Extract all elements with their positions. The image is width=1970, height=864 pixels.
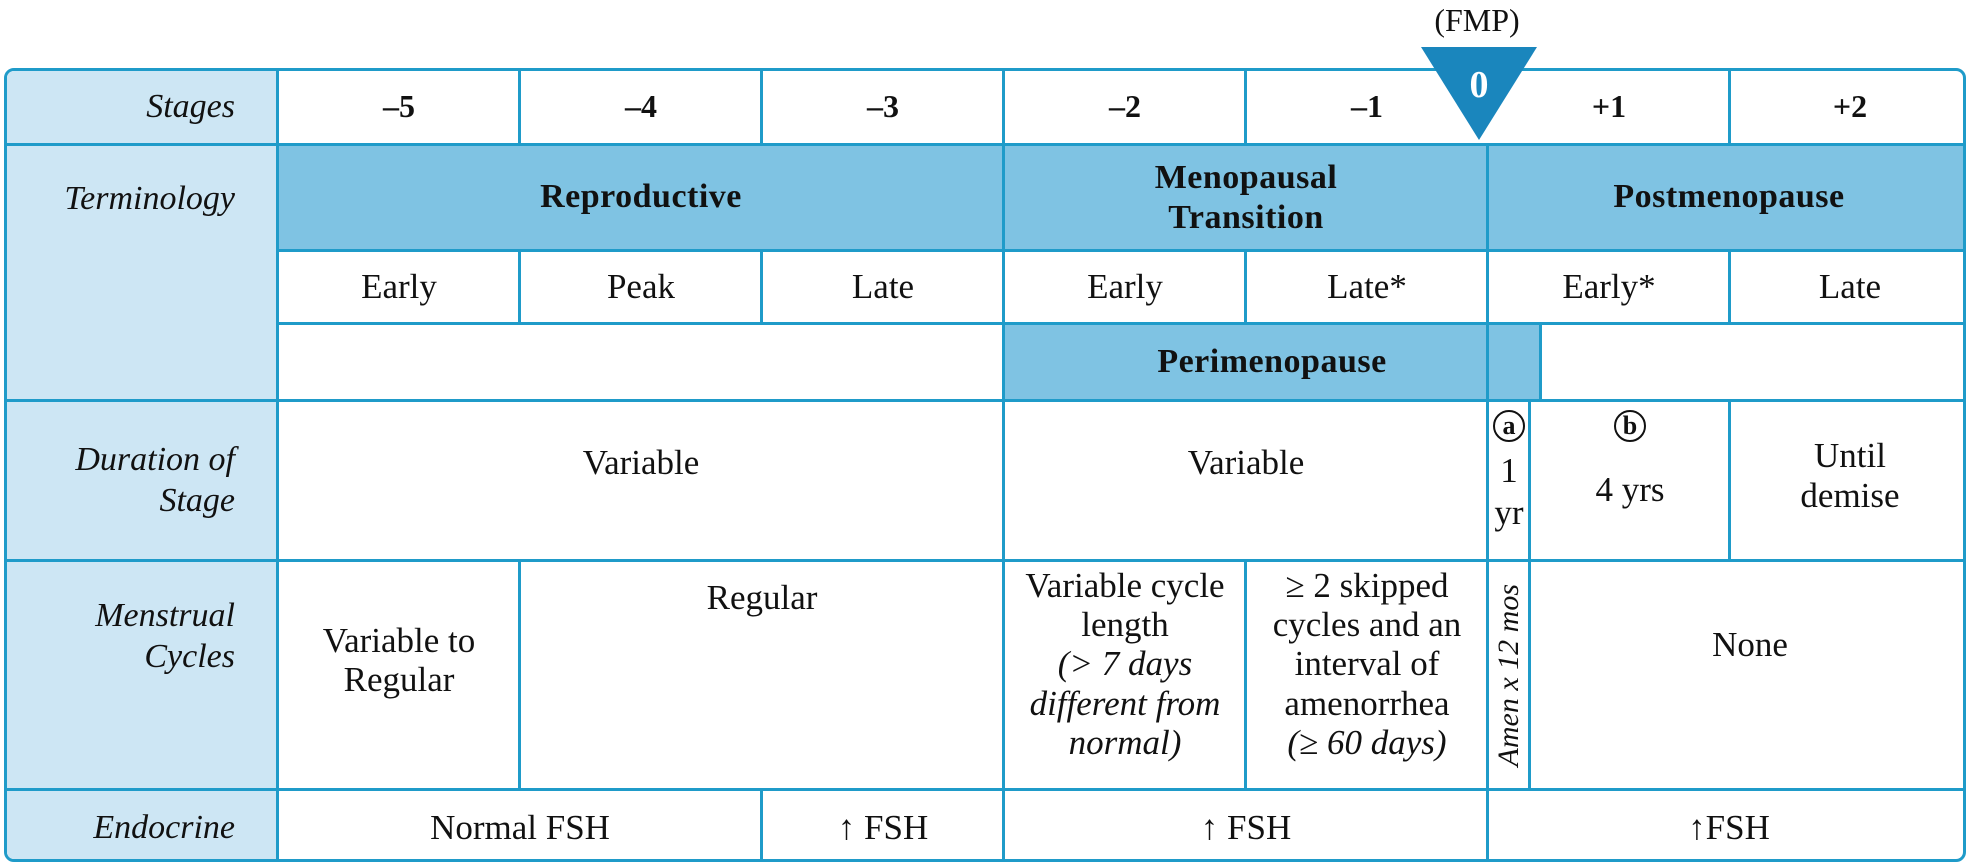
menstrual-early-transition: Variable cycle length (> 7 days differen… xyxy=(1005,562,1245,788)
menstrual-early: Variable to Regular xyxy=(322,620,476,699)
fmp-label: (FMP) xyxy=(1434,2,1520,38)
grid-line xyxy=(7,399,1963,402)
menstrual-amen: Amen x 12 mos xyxy=(1489,562,1529,788)
grid-line xyxy=(760,249,763,325)
substage-late-post: Late xyxy=(1818,267,1882,307)
endocrine-late-fsh: ↑ FSH xyxy=(837,808,929,848)
substage-peak: Peak xyxy=(606,267,676,307)
stage-minus-4: –4 xyxy=(625,88,657,125)
substage-late-transition: Late* xyxy=(1327,267,1407,307)
grid-line xyxy=(1486,143,1489,859)
duration-b-value: 4 yrs xyxy=(1595,470,1665,509)
duration-transition: Variable xyxy=(1187,442,1305,482)
band-perimenopause: Perimenopause xyxy=(1005,325,1539,399)
menstrual-regular: Regular xyxy=(706,578,818,617)
row-label-duration: Duration of Stage xyxy=(75,440,235,519)
band-reproductive: Reproductive xyxy=(279,146,1003,249)
grid-line xyxy=(760,788,763,859)
grid-line xyxy=(1728,249,1731,325)
grid-line xyxy=(1244,71,1247,146)
duration-stage-b: b 4 yrs xyxy=(1531,402,1729,559)
stage-minus-3: –3 xyxy=(867,88,899,125)
menstrual-amen-text: Amen x 12 mos xyxy=(1492,583,1526,767)
duration-reproductive: Variable xyxy=(582,442,700,482)
substage-late: Late xyxy=(851,267,915,307)
grid-line xyxy=(1728,71,1731,146)
stage-minus-5: –5 xyxy=(383,88,415,125)
row-label-terminology: Terminology xyxy=(64,180,235,217)
endocrine-transition-fsh: ↑ FSH xyxy=(1200,808,1292,848)
row-label-stages: Stages xyxy=(146,87,235,125)
staging-table: Stages Terminology Duration of Stage Men… xyxy=(4,68,1966,862)
row-label-menstrual: Menstrual Cycles xyxy=(95,597,235,675)
grid-line xyxy=(1728,399,1731,562)
stage-minus-1: –1 xyxy=(1351,88,1383,125)
endocrine-normal-fsh: Normal FSH xyxy=(430,808,610,848)
fmp-marker: 0 xyxy=(1421,47,1537,140)
grid-line xyxy=(7,143,1963,146)
substage-early-post: Early* xyxy=(1562,267,1656,307)
grid-line xyxy=(7,559,1963,562)
fmp-triangle xyxy=(1421,47,1537,140)
grid-line xyxy=(279,249,1963,252)
grid-line xyxy=(518,71,521,146)
grid-line xyxy=(279,322,1963,325)
grid-line xyxy=(1002,71,1005,859)
grid-line xyxy=(518,249,521,325)
grid-line xyxy=(1539,322,1542,402)
label-column xyxy=(7,71,277,859)
stage-plus-1: +1 xyxy=(1591,88,1627,125)
grid-line xyxy=(1528,399,1531,791)
endocrine-post-fsh: ↑FSH xyxy=(1688,808,1770,848)
substage-early-transition: Early xyxy=(1087,267,1163,307)
duration-a-value: 1 yr xyxy=(1494,451,1524,532)
grid-line xyxy=(1244,559,1247,791)
menstrual-late-transition-note: (≥ 60 days) xyxy=(1287,722,1447,762)
menstrual-late-transition: ≥ 2 skipped cycles and an interval of am… xyxy=(1247,562,1487,788)
fmp-marker-number: 0 xyxy=(1470,64,1489,106)
band-postmenopause: Postmenopause xyxy=(1489,146,1963,249)
grid-line xyxy=(7,788,1963,791)
menstrual-late-transition-text: ≥ 2 skipped cycles and an interval of am… xyxy=(1272,566,1462,723)
grid-line xyxy=(760,71,763,146)
stage-minus-2: –2 xyxy=(1109,88,1141,125)
band-menopausal-transition: Menopausal Transition xyxy=(1005,146,1487,249)
stage-plus-2: +2 xyxy=(1832,88,1868,125)
marker-a: a xyxy=(1493,410,1525,442)
duration-stage-a: a 1 yr xyxy=(1489,402,1529,559)
row-label-endocrine: Endocrine xyxy=(93,808,235,846)
grid-line xyxy=(518,559,521,791)
marker-b: b xyxy=(1614,410,1646,442)
grid-line xyxy=(1244,249,1247,325)
grid-line xyxy=(276,71,279,859)
duration-late-post: Until demise xyxy=(1800,436,1900,515)
substage-early: Early xyxy=(361,267,437,307)
menstrual-early-transition-text: Variable cycle length xyxy=(1025,566,1225,645)
menstrual-early-transition-note: (> 7 days different from normal) xyxy=(1029,644,1221,762)
menstrual-post: None xyxy=(1712,625,1788,665)
